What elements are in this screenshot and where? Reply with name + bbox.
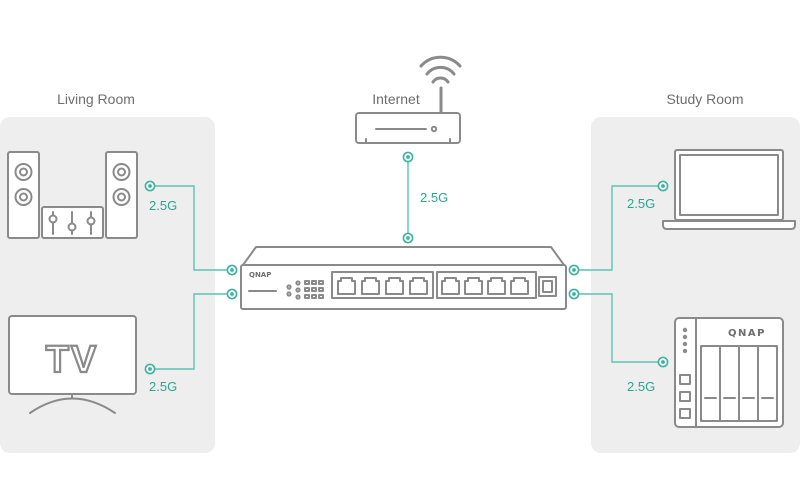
connector-node [144,363,156,375]
cables [150,157,663,370]
speaker-icon [105,151,138,239]
connection-nodes [144,151,669,375]
connector-node [226,288,238,300]
speaker-icon [7,151,40,239]
audio-mixer-icon [41,206,104,239]
tv-label: TV [46,339,99,381]
tv-icon: TV [8,315,137,414]
laptop-icon [662,149,796,230]
laptop-link-speed: 2.5G [627,196,655,211]
cable-nas-switch [574,293,663,363]
connector-node [402,232,414,244]
connector-node [402,151,414,163]
switch-led-indicators [286,280,324,300]
cable-tv-switch [150,293,232,370]
internet-title: Internet [372,91,420,107]
nas-icon: QNAP [674,317,784,428]
router-icon [355,112,461,144]
living-room-title: Living Room [57,91,135,107]
connector-node [568,288,580,300]
connector-node [657,356,669,368]
study-room-title: Study Room [666,91,743,107]
connector-node [226,264,238,276]
wifi-icon [419,55,462,115]
switch-ports [337,277,529,295]
tv-link-speed: 2.5G [149,379,177,394]
cable-speakers-switch [150,185,232,271]
connector-node [144,180,156,192]
connector-node [568,264,580,276]
nas-link-speed: 2.5G [627,379,655,394]
nas-brand-label: QNAP [728,328,766,339]
switch-brand-label: QNAP [249,271,271,279]
connector-node [657,180,669,192]
speakers-link-speed: 2.5G [149,198,177,213]
network-switch-icon: QNAP [240,246,567,310]
cable-laptop-switch [574,185,663,271]
router-link-speed: 2.5G [420,190,448,205]
